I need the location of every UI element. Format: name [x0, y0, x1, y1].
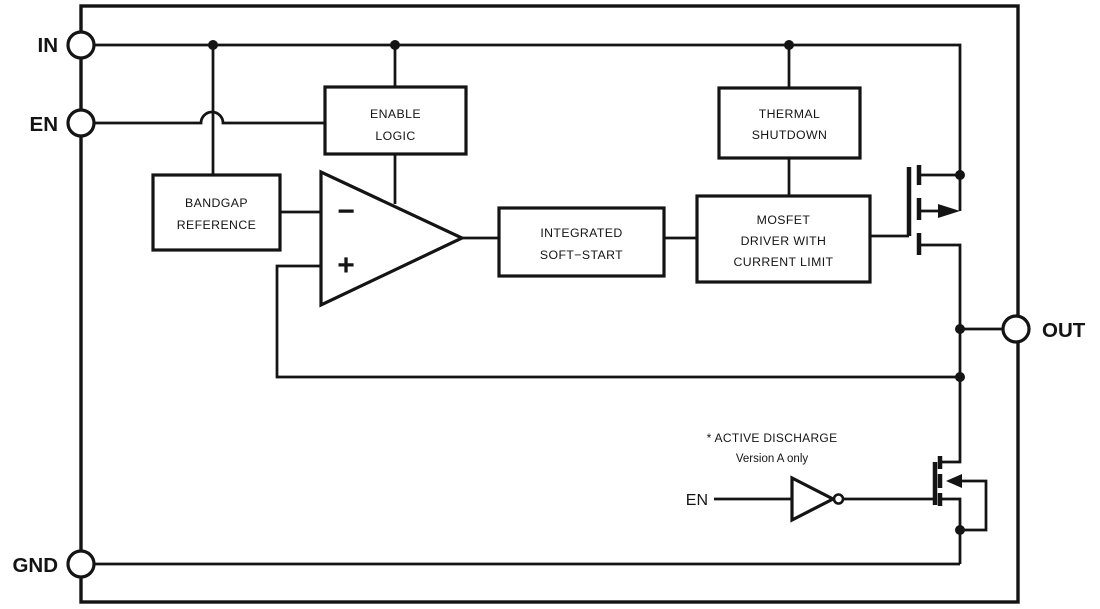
active-discharge-section: * ACTIVE DISCHARGE Version A only EN	[686, 431, 962, 523]
discharge-mosfet-body-arrow-icon	[946, 474, 962, 488]
out-pin-circle	[1001, 314, 1031, 344]
discharge-source-to-gnd-wire	[940, 497, 962, 564]
chip-outline	[79, 4, 1020, 604]
active-discharge-version-note: Version A only	[736, 453, 808, 465]
thermal-label-line1: THERMAL	[759, 107, 821, 121]
pass-mosfet-body-arrow-icon	[938, 204, 960, 218]
bandgap-label-line1: BANDGAP	[185, 196, 248, 210]
inverter	[790, 475, 845, 523]
pins: IN EN GND OUT	[12, 30, 1086, 579]
block-thermal-shutdown: THERMAL SHUTDOWN	[717, 86, 862, 160]
mosfet-driver-label-line2: DRIVER WITH	[741, 234, 827, 248]
mosfet-driver-box	[695, 194, 872, 284]
gnd-pin-circle	[66, 549, 96, 579]
soft-start-label-line2: SOFT−START	[540, 248, 623, 262]
enable-logic-label-line1: ENABLE	[370, 107, 421, 121]
thermal-label-line2: SHUTDOWN	[752, 128, 828, 142]
pass-drain-to-out-wire	[919, 243, 962, 464]
in-pin-label: IN	[38, 34, 59, 57]
junction-dot-in-bandgap	[208, 40, 218, 50]
junction-dot-feedback	[955, 372, 965, 382]
out-pin-label: OUT	[1042, 319, 1086, 342]
enable-logic-box	[323, 85, 468, 156]
block-integrated-soft-start: INTEGRATED SOFT−START	[497, 206, 666, 278]
mosfet-driver-label-line3: CURRENT LIMIT	[734, 255, 834, 269]
junction-dot-in-enable	[390, 40, 400, 50]
gnd-pin-label: GND	[12, 554, 58, 577]
block-enable-logic: ENABLE LOGIC	[323, 85, 468, 156]
mosfet-driver-label-line1: MOSFET	[757, 213, 811, 227]
inverter-triangle-icon	[790, 475, 837, 523]
block-bandgap-reference: BANDGAP REFERENCE	[151, 173, 282, 252]
bandgap-reference-box	[151, 173, 282, 252]
en-pin-label: EN	[30, 113, 58, 136]
soft-start-label-line1: INTEGRATED	[540, 226, 622, 240]
junction-dots	[208, 40, 965, 535]
thermal-shutdown-box	[717, 86, 862, 160]
junction-dot-out	[955, 324, 965, 334]
pass-mosfet	[906, 165, 960, 255]
active-discharge-note: * ACTIVE DISCHARGE	[707, 431, 838, 445]
feedback-wire	[275, 264, 960, 379]
block-mosfet-driver: MOSFET DRIVER WITH CURRENT LIMIT	[695, 194, 872, 284]
junction-dot-pass-source	[955, 170, 965, 180]
enable-logic-label-line2: LOGIC	[375, 129, 415, 143]
junction-dot-discharge-source	[955, 525, 965, 535]
error-amplifier-triangle	[319, 169, 466, 308]
en-rail-with-hop	[81, 110, 325, 125]
en-pin-circle	[66, 108, 96, 138]
discharge-en-signal-label: EN	[686, 492, 708, 509]
in-pin-circle	[66, 30, 96, 60]
discharge-body-link-wire	[960, 479, 988, 532]
inverter-bubble-icon	[832, 493, 845, 505]
amp-plus-input-symbol: +	[337, 249, 355, 282]
error-amplifier: − +	[319, 169, 466, 308]
junction-dot-in-thermal	[784, 40, 794, 50]
wires	[81, 43, 1003, 566]
discharge-mosfet	[932, 456, 962, 506]
integrated-soft-start-box	[497, 206, 666, 278]
in-rail	[81, 43, 962, 211]
bandgap-label-line2: REFERENCE	[177, 218, 256, 232]
amp-minus-input-symbol: −	[337, 195, 355, 228]
